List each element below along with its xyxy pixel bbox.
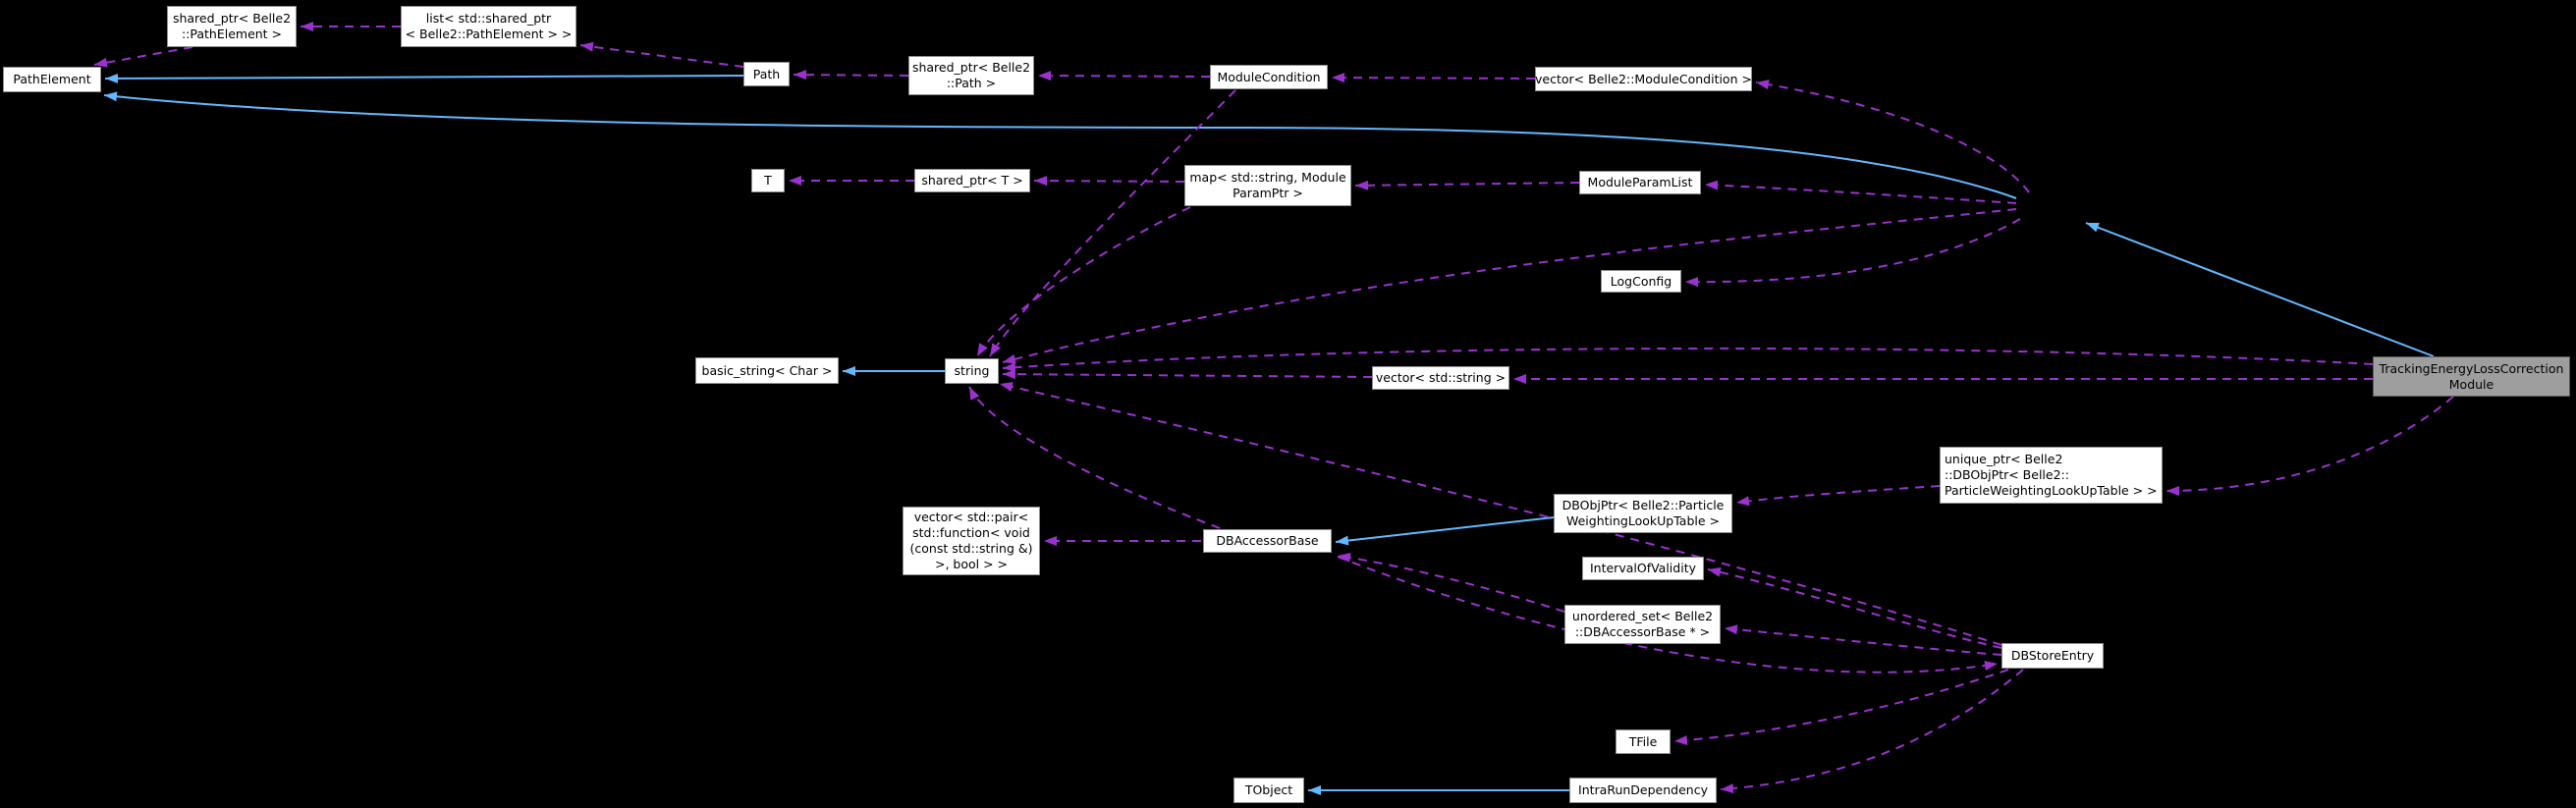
node-label-line: Path [752,66,781,81]
node-label-line: ParticleWeightingLookUpTable > > [1945,483,2158,498]
node-label-line: DBObjPtr< Belle2::Particle [1562,498,1725,512]
node-label-line: < Belle2::PathElement > > [405,27,573,41]
edge-vec_string-to-string [1002,369,1373,380]
edge-dbstoreentry-to-tfile [1673,669,2009,745]
node-label-line: IntervalOfValidity [1589,561,1696,575]
node-label-line: (const std::string &) [909,541,1033,556]
edge-dbobjptr_pwlut-to-dbaccessorbase [1335,516,1555,546]
node-label-line: map< std::string, Module [1189,170,1346,185]
node-dbstoreentry[interactable]: DBStoreEntry [2001,643,2104,669]
node-label-line: TrackingEnergyLossCorrection [2379,360,2564,376]
edge-trackingenergylosscorrectionmodule-to-module [2085,222,2435,357]
node-label-line: shared_ptr< Belle2 [172,11,292,26]
edge-map_moduleparamptr-to-sp_t [1033,176,1185,187]
node-vec_modulecondition[interactable]: vector< Belle2::ModuleCondition > [1535,67,1752,91]
node-label-line: vector< Belle2::ModuleCondition > [1535,71,1752,86]
node-moduleparamlist[interactable]: ModuleParamList [1579,171,1701,194]
edge-unique_ptr_dbobjptr-to-dbobjptr_pwlut [1735,485,1941,507]
edge-module-to-logconfig [1684,218,2021,288]
node-label-line: unique_ptr< Belle2 [1945,452,2063,466]
edge-modulecondition-to-string [989,89,1236,357]
node-dbaccessorbase[interactable]: DBAccessorBase [1203,529,1332,553]
node-intrarundependency[interactable]: IntraRunDependency [1569,778,1717,803]
node-label-line: ModuleParamList [1587,175,1693,189]
node-label-line: unordered_set< Belle2 [1571,609,1714,623]
node-label-line: ::PathElement > [181,27,283,41]
edge-map_moduleparamptr-to-string [976,206,1191,357]
node-sp_t[interactable]: shared_ptr< T > [914,169,1030,192]
node-label-line: TFile [1628,733,1658,749]
node-label-line: LogConfig [1610,273,1672,289]
node-label-line: vector< std::string > [1375,370,1507,385]
node-label-line: T [764,173,772,188]
node-label-line: WeightingLookUpTable > [1565,513,1720,528]
node-string[interactable]: string [945,358,999,384]
node-tfile[interactable]: TFile [1616,729,1671,754]
edge-path-to-list_sp_pathelement [579,41,744,68]
node-label-line: shared_ptr< Belle2 [911,60,1031,75]
edge-dbstoreentry-to-unordered_set_dbaccessorbase [1724,624,2002,656]
node-t[interactable]: T [751,169,785,192]
edge-trackingenergylosscorrectionmodule-to-string [1002,347,2374,373]
node-label-line: string [954,363,990,378]
node-unique_ptr_dbobjptr[interactable]: unique_ptr< Belle2::DBObjPtr< Belle2::Pa… [1940,447,2163,504]
edge-sp_pathelement-to-pathelement [93,46,193,68]
edge-module-to-vec_modulecondition [1755,80,2030,193]
edge-dbstoreentry-to-intrarundependency [1720,669,2024,794]
node-unordered_set_dbaccessorbase[interactable]: unordered_set< Belle2::DBAccessorBase * … [1564,605,1721,644]
node-label-line: std::function< void [912,525,1030,540]
edge-module-to-string [1002,208,2017,364]
node-logconfig[interactable]: LogConfig [1601,270,1681,293]
edge-dbaccessorbase-to-dbstoreentry [1337,556,1999,673]
node-pathelement[interactable]: PathElement [3,67,101,92]
edge-moduleparamlist-to-map_moduleparamptr [1354,180,1580,190]
node-label-line: ::Path > [946,76,997,90]
node-label-line: >, bool > > [934,557,1009,571]
node-label-line: shared_ptr< T > [921,173,1023,188]
edge-module-to-pathelement [103,91,2017,199]
node-tobject[interactable]: TObject [1233,778,1304,803]
node-label-line: DBAccessorBase [1216,533,1319,548]
node-vec_pair_function[interactable]: vector< std::pair<std::function< void(co… [903,507,1040,575]
edge-unordered_set_dbaccessorbase-to-dbaccessorbase [1337,553,1565,613]
edge-trackingenergylosscorrectionmodule-to-unique_ptr_dbobjptr [2165,396,2454,496]
edge-dbstoreentry-to-intervalofvalidity [1707,566,2002,649]
node-label-line: vector< std::pair< [913,510,1029,524]
edge-sp_path-to-path [793,70,909,81]
node-label-line: ::DBAccessorBase * > [1574,624,1711,639]
edge-dbstoreentry-to-string [999,382,2002,646]
node-sp_path[interactable]: shared_ptr< Belle2::Path > [908,56,1034,95]
edge-module-to-moduleparamlist [1704,180,2017,204]
node-label-line: ModuleCondition [1217,69,1321,84]
node-label-line: IntraRunDependency [1578,782,1708,797]
edge-dbaccessorbase-to-string [968,386,1221,529]
edge-vec_modulecondition-to-modulecondition [1331,73,1536,83]
node-label-line: ::DBObjPtr< Belle2:: [1945,467,2069,482]
node-label-line: list< std::shared_ptr [425,11,552,26]
edge-path-to-pathelement [104,73,744,83]
node-label-line: Module [2448,376,2494,392]
node-sp_pathelement[interactable]: shared_ptr< Belle2::PathElement > [167,6,297,47]
node-intervalofvalidity[interactable]: IntervalOfValidity [1582,557,1704,580]
node-label-line: ParamPtr > [1233,186,1303,200]
node-label-line: TObject [1244,782,1293,797]
node-vec_string[interactable]: vector< std::string > [1372,366,1509,390]
node-modulecondition[interactable]: ModuleCondition [1210,65,1328,89]
node-label-line: basic_string< Char > [701,362,833,378]
node-list_sp_pathelement[interactable]: list< std::shared_ptr< Belle2::PathEleme… [401,6,576,47]
node-label-line: DBStoreEntry [2010,648,2095,663]
node-basic_string[interactable]: basic_string< Char > [695,357,839,384]
edge-modulecondition-to-sp_path [1037,71,1211,81]
node-label-line: PathElement [13,72,91,86]
node-path[interactable]: Path [743,62,790,86]
